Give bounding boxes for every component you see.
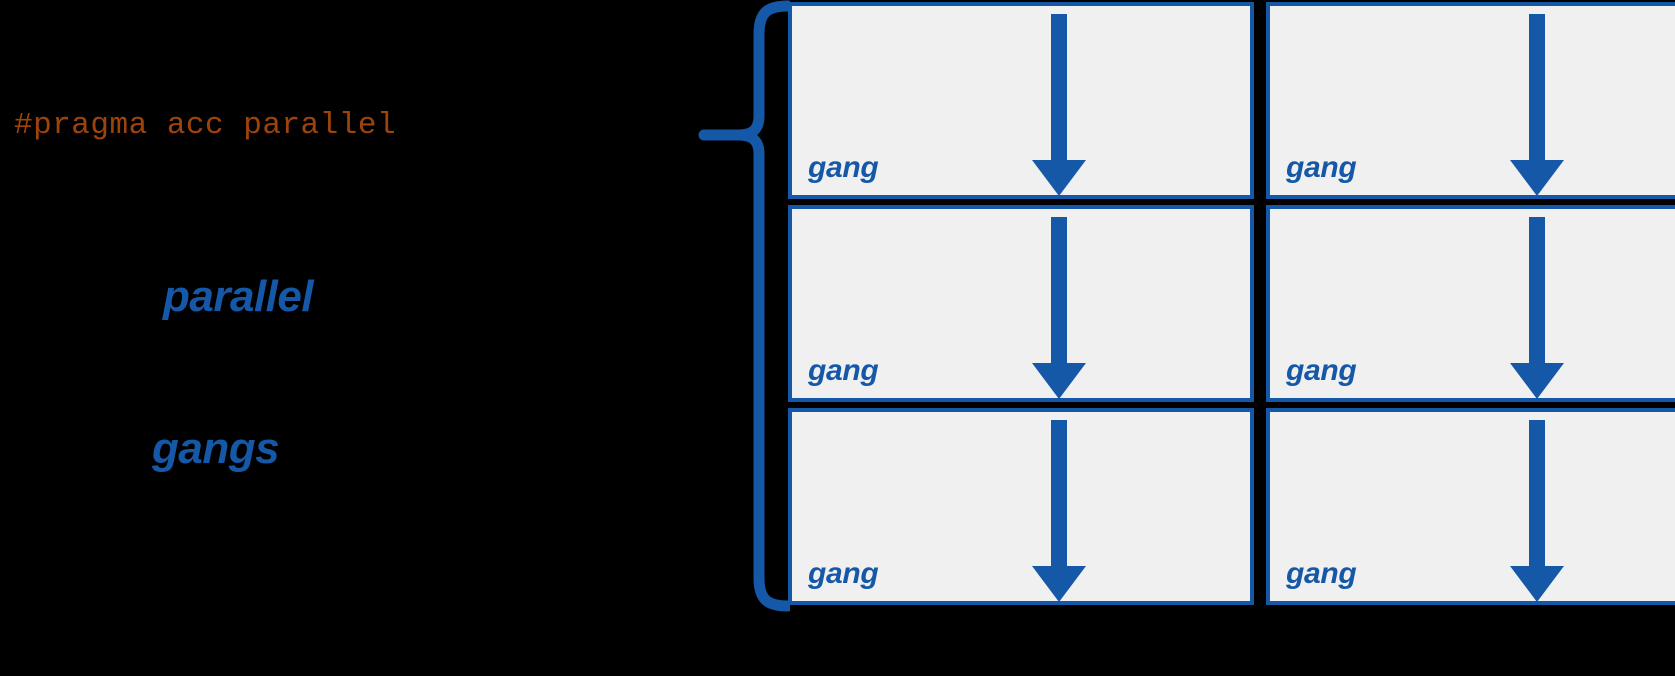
gang-box[interactable]: gang [1266,2,1675,199]
gang-box[interactable]: gang [788,408,1254,605]
gang-label: gang [808,151,879,184]
gang-label: gang [1286,557,1357,590]
gang-label: gang [808,557,879,590]
down-arrow-icon [1032,420,1086,602]
left-curly-brace-icon [690,0,794,612]
label-gangs: gangs [152,424,280,473]
brace-svg [698,0,794,612]
down-arrow-icon [1510,14,1564,196]
gang-label: gang [808,354,879,387]
gang-box[interactable]: gang [1266,408,1675,605]
gang-grid: gang gang gang [788,2,1675,610]
label-parallel: parallel [163,272,314,321]
down-arrow-icon [1510,420,1564,602]
down-arrow-icon [1032,14,1086,196]
down-arrow-icon [1032,217,1086,399]
down-arrow-icon [1510,217,1564,399]
gang-box[interactable]: gang [1266,205,1675,402]
pragma-code-text: #pragma acc parallel [14,108,397,143]
gang-box[interactable]: gang [788,205,1254,402]
gang-label: gang [1286,354,1357,387]
gang-label: gang [1286,151,1357,184]
gang-box[interactable]: gang [788,2,1254,199]
